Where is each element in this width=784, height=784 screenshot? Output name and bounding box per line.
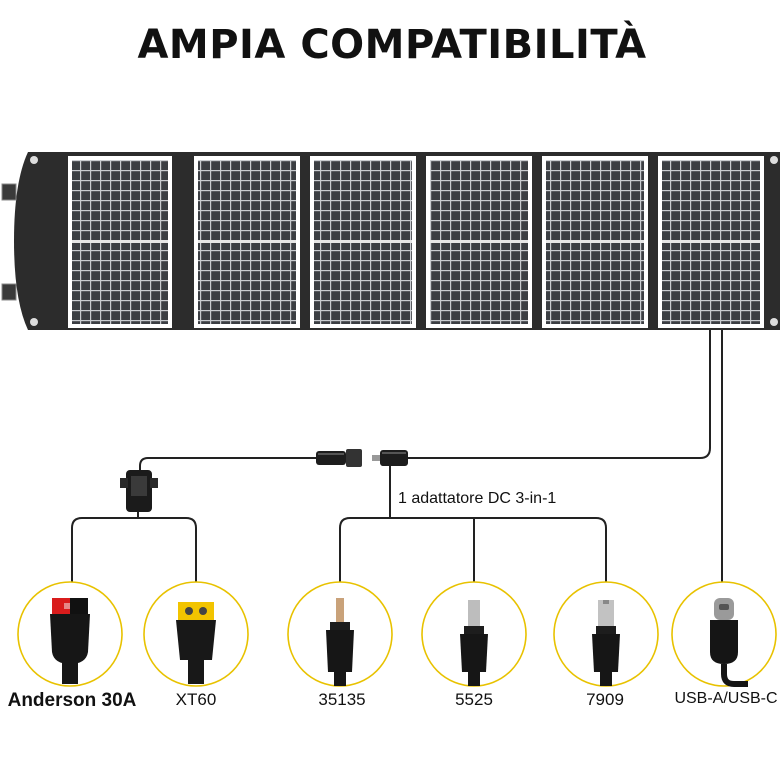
solar-module	[542, 156, 648, 328]
grommet-icon	[30, 318, 38, 326]
adapter-label: 1 adattatore DC 3-in-1	[398, 490, 557, 507]
grommet-icon	[770, 318, 778, 326]
connector-label-35135: 35135	[318, 690, 366, 709]
usb-c-plug-icon	[710, 598, 748, 687]
dc-7909-plug-icon	[592, 600, 620, 686]
mount-bracket-icon	[1, 283, 17, 301]
solar-module	[426, 156, 532, 328]
dc-female-connector-icon	[316, 449, 362, 467]
solar-module	[194, 156, 300, 328]
mount-bracket-icon	[1, 183, 17, 201]
anderson-splitter-icon	[120, 470, 158, 512]
connector-circles	[17, 581, 777, 687]
connector-label-5525: 5525	[455, 690, 493, 709]
solar-module	[68, 156, 172, 328]
dc-35135-plug-icon	[326, 598, 354, 686]
solar-module	[310, 156, 416, 328]
page-title: AMPIA COMPATIBILITÀ	[137, 22, 647, 68]
xt60-connector-icon	[176, 602, 216, 684]
connector-label-7909: 7909	[586, 690, 624, 709]
cable-layout	[71, 330, 723, 584]
solar-panel	[1, 152, 780, 330]
dc-5525-plug-icon	[460, 600, 488, 686]
solar-module	[658, 156, 764, 328]
connector-label-anderson: Anderson 30A	[7, 690, 137, 711]
grommet-icon	[30, 156, 38, 164]
dc-male-connector-icon	[372, 450, 408, 466]
connector-label-xt60: XT60	[175, 690, 217, 709]
connector-label-usb: USB-A/USB-C	[674, 690, 778, 707]
anderson-connector-icon	[50, 598, 90, 684]
grommet-icon	[770, 156, 778, 164]
